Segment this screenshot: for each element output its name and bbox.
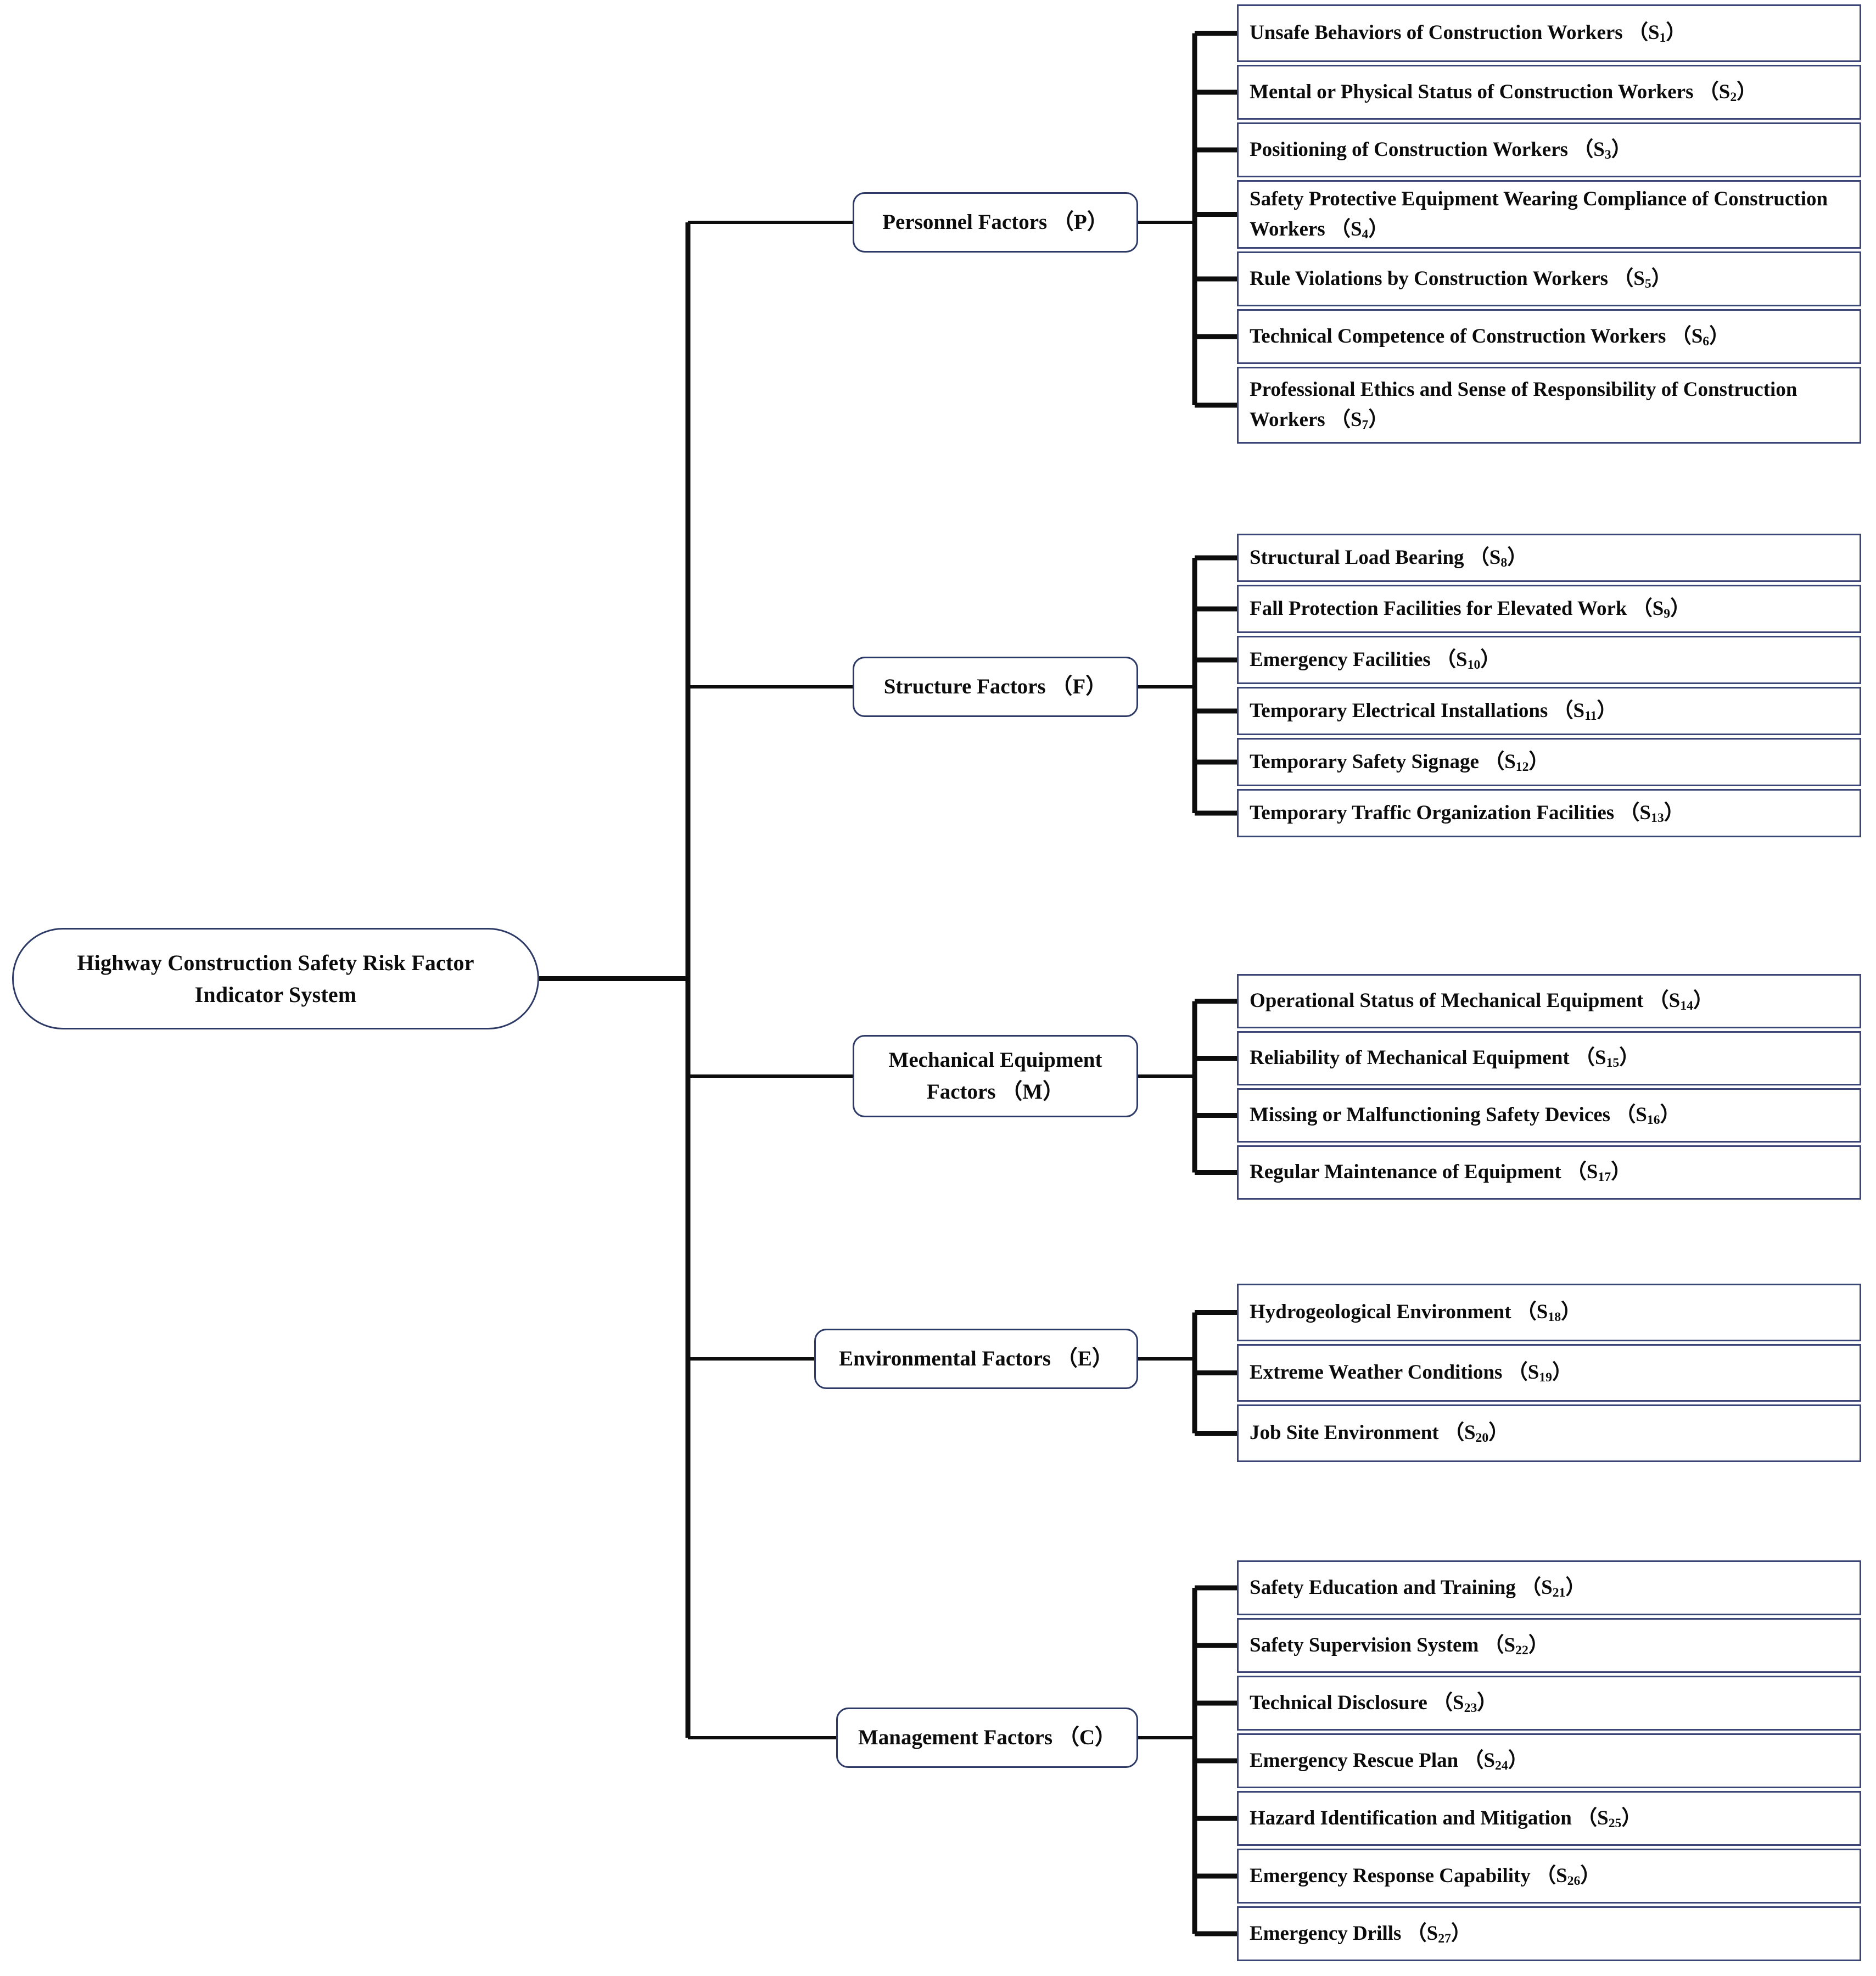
leaf-node-s27[interactable]: Emergency Drills （S27）: [1237, 1906, 1861, 1961]
leaf-node-s13[interactable]: Temporary Traffic Organization Facilitie…: [1237, 789, 1861, 837]
leaf-node-index: 12: [1515, 759, 1529, 774]
leaf-node-label: Emergency Response Capability （S26）: [1250, 1864, 1601, 1888]
leaf-node-label: Reliability of Mechanical Equipment （S15…: [1250, 1046, 1640, 1071]
leaf-node-index: 10: [1467, 657, 1481, 672]
leaf-node-label: Temporary Traffic Organization Facilitie…: [1250, 801, 1684, 825]
leaf-node-index: 3: [1604, 147, 1611, 162]
leaf-node-label: Temporary Safety Signage （S12）: [1250, 750, 1549, 774]
leaf-node-index: 13: [1651, 810, 1664, 825]
category-node-m[interactable]: Mechanical Equipment Factors （M）: [853, 1035, 1138, 1117]
category-node-label: Personnel Factors （P）: [882, 210, 1108, 234]
leaf-node-index: 1: [1659, 31, 1666, 46]
leaf-node-index: 20: [1475, 1431, 1489, 1446]
leaf-node-index: 21: [1552, 1585, 1566, 1600]
leaf-node-index: 23: [1464, 1700, 1477, 1715]
category-node-f[interactable]: Structure Factors （F）: [853, 657, 1138, 717]
category-node-label: Management Factors （C）: [858, 1725, 1117, 1749]
leaf-node-s10[interactable]: Emergency Facilities （S10）: [1237, 636, 1861, 684]
leaf-node-s1[interactable]: Unsafe Behaviors of Construction Workers…: [1237, 4, 1861, 62]
leaf-node-index: 24: [1495, 1758, 1508, 1773]
leaf-node-index: 18: [1548, 1310, 1561, 1325]
leaf-node-s25[interactable]: Hazard Identification and Mitigation （S2…: [1237, 1791, 1861, 1846]
leaf-node-label: Extreme Weather Conditions （S19）: [1250, 1361, 1572, 1385]
leaf-node-label: Emergency Rescue Plan （S24）: [1250, 1749, 1528, 1773]
leaf-node-index: 14: [1680, 999, 1693, 1014]
root-node-label: Highway Construction Safety Risk Factor …: [77, 950, 474, 1007]
leaf-node-index: 27: [1438, 1931, 1451, 1946]
leaf-node-label: Temporary Electrical Installations （S11）: [1250, 699, 1617, 723]
leaf-node-s23[interactable]: Technical Disclosure （S23）: [1237, 1676, 1861, 1731]
category-node-label: Environmental Factors （E）: [839, 1346, 1113, 1370]
leaf-node-index: 6: [1703, 334, 1710, 349]
root-node[interactable]: Highway Construction Safety Risk Factor …: [12, 928, 539, 1029]
leaf-node-label: Fall Protection Facilities for Elevated …: [1250, 597, 1691, 621]
leaf-node-index: 15: [1606, 1056, 1620, 1071]
leaf-node-index: 25: [1608, 1816, 1622, 1831]
leaf-node-label: Positioning of Construction Workers （S3）: [1250, 138, 1632, 162]
leaf-node-index: 19: [1539, 1370, 1552, 1385]
category-node-p[interactable]: Personnel Factors （P）: [853, 192, 1138, 253]
leaf-node-label: Structural Load Bearing （S8）: [1250, 546, 1528, 570]
leaf-node-label: Mental or Physical Status of Constructio…: [1250, 80, 1757, 104]
leaf-node-s20[interactable]: Job Site Environment （S20）: [1237, 1404, 1861, 1462]
leaf-node-s8[interactable]: Structural Load Bearing （S8）: [1237, 534, 1861, 582]
leaf-node-s6[interactable]: Technical Competence of Construction Wor…: [1237, 309, 1861, 364]
leaf-node-index: 16: [1647, 1113, 1660, 1128]
leaf-node-s21[interactable]: Safety Education and Training （S21）: [1237, 1560, 1861, 1615]
leaf-node-s16[interactable]: Missing or Malfunctioning Safety Devices…: [1237, 1088, 1861, 1143]
leaf-node-label: Missing or Malfunctioning Safety Devices…: [1250, 1104, 1681, 1128]
leaf-node-s26[interactable]: Emergency Response Capability （S26）: [1237, 1849, 1861, 1904]
leaf-node-index: 9: [1664, 606, 1671, 621]
leaf-node-label: Emergency Facilities （S10）: [1250, 648, 1501, 672]
leaf-node-s22[interactable]: Safety Supervision System （S22）: [1237, 1618, 1861, 1673]
leaf-node-label: Safety Supervision System （S22）: [1250, 1633, 1549, 1658]
leaf-node-label: Job Site Environment （S20）: [1250, 1421, 1509, 1446]
leaf-node-s15[interactable]: Reliability of Mechanical Equipment （S15…: [1237, 1031, 1861, 1085]
leaf-node-label: Safety Protective Equipment Wearing Comp…: [1250, 187, 1833, 242]
leaf-node-index: 17: [1598, 1170, 1611, 1185]
leaf-node-s4[interactable]: Safety Protective Equipment Wearing Comp…: [1237, 180, 1861, 249]
leaf-node-s18[interactable]: Hydrogeological Environment （S18）: [1237, 1284, 1861, 1341]
leaf-node-s24[interactable]: Emergency Rescue Plan （S24）: [1237, 1733, 1861, 1788]
leaf-node-label: Regular Maintenance of Equipment （S17）: [1250, 1161, 1632, 1185]
leaf-node-label: Operational Status of Mechanical Equipme…: [1250, 989, 1713, 1014]
leaf-node-label: Technical Disclosure （S23）: [1250, 1691, 1498, 1715]
leaf-node-s17[interactable]: Regular Maintenance of Equipment （S17）: [1237, 1145, 1861, 1200]
leaf-node-label: Hazard Identification and Mitigation （S2…: [1250, 1806, 1642, 1831]
leaf-node-s19[interactable]: Extreme Weather Conditions （S19）: [1237, 1344, 1861, 1402]
category-node-c[interactable]: Management Factors （C）: [836, 1708, 1138, 1768]
leaf-node-label: Hydrogeological Environment （S18）: [1250, 1301, 1582, 1325]
leaf-node-s11[interactable]: Temporary Electrical Installations （S11）: [1237, 687, 1861, 735]
leaf-node-label: Safety Education and Training （S21）: [1250, 1576, 1586, 1600]
leaf-node-index: 4: [1362, 227, 1369, 242]
leaf-node-s3[interactable]: Positioning of Construction Workers （S3）: [1237, 122, 1861, 177]
leaf-node-index: 5: [1644, 276, 1651, 291]
leaf-node-index: 2: [1730, 89, 1737, 104]
leaf-node-label: Unsafe Behaviors of Construction Workers…: [1250, 21, 1687, 46]
leaf-node-s7[interactable]: Professional Ethics and Sense of Respons…: [1237, 367, 1861, 444]
leaf-node-s2[interactable]: Mental or Physical Status of Constructio…: [1237, 65, 1861, 120]
leaf-node-index: 26: [1567, 1873, 1581, 1888]
leaf-node-index: 11: [1584, 708, 1597, 723]
leaf-node-s12[interactable]: Temporary Safety Signage （S12）: [1237, 738, 1861, 786]
leaf-node-label: Emergency Drills （S27）: [1250, 1922, 1471, 1946]
category-node-label: Structure Factors （F）: [883, 674, 1107, 698]
leaf-node-s14[interactable]: Operational Status of Mechanical Equipme…: [1237, 974, 1861, 1028]
leaf-node-index: 22: [1515, 1643, 1528, 1658]
leaf-node-label: Professional Ethics and Sense of Respons…: [1250, 378, 1802, 433]
leaf-node-label: Rule Violations by Construction Workers …: [1250, 267, 1672, 291]
leaf-node-index: 7: [1362, 418, 1369, 433]
leaf-node-label: Technical Competence of Construction Wor…: [1250, 324, 1730, 349]
category-node-e[interactable]: Environmental Factors （E）: [814, 1329, 1138, 1389]
leaf-node-s5[interactable]: Rule Violations by Construction Workers …: [1237, 251, 1861, 306]
leaf-node-s9[interactable]: Fall Protection Facilities for Elevated …: [1237, 585, 1861, 633]
category-node-label: Mechanical Equipment Factors （M）: [888, 1048, 1102, 1104]
leaf-node-index: 8: [1500, 555, 1508, 570]
